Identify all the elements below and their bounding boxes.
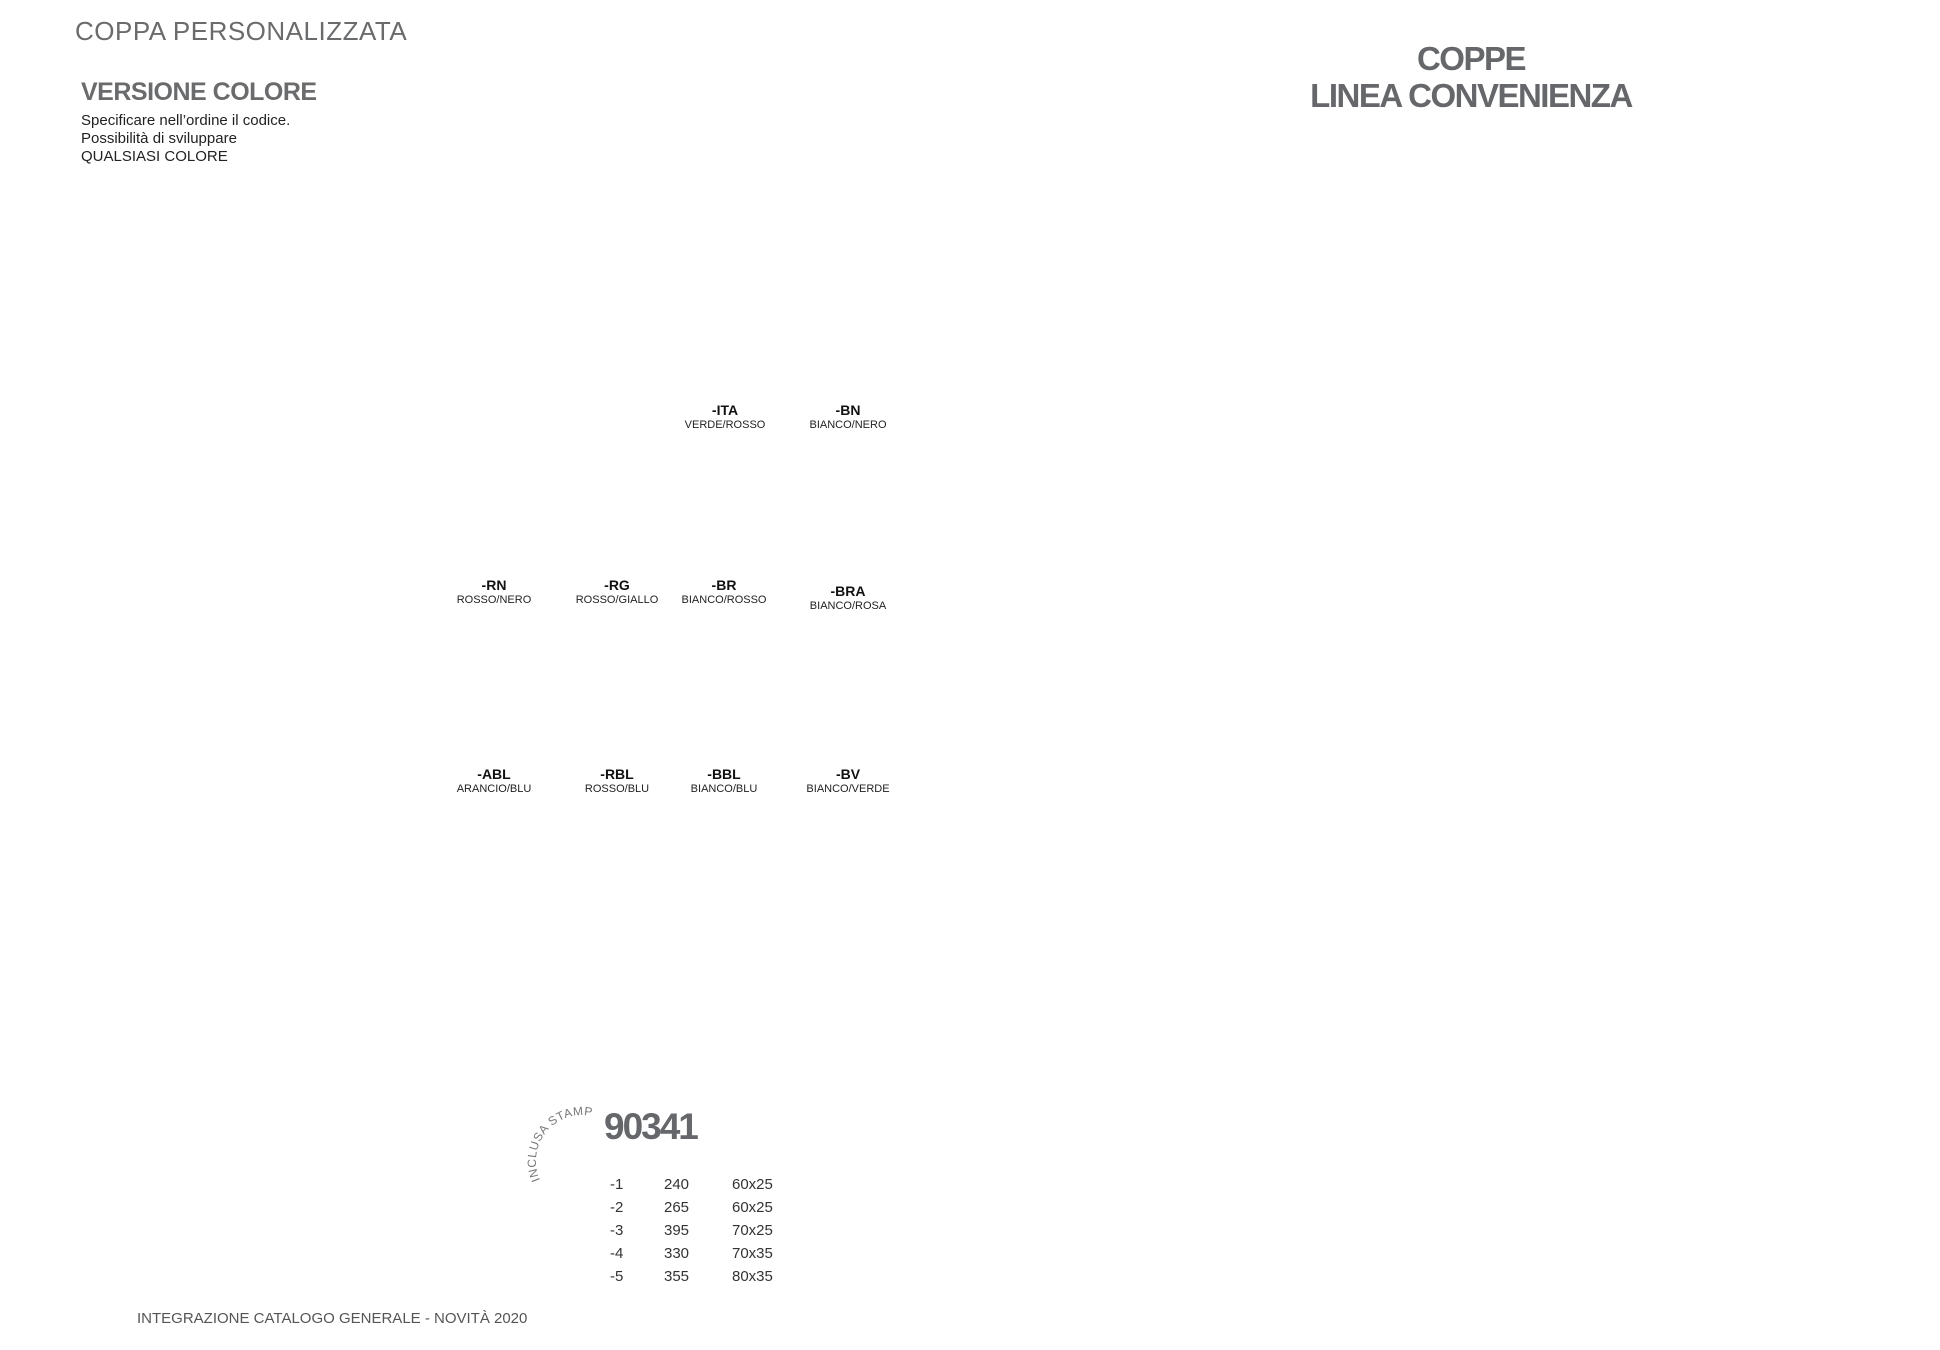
catalog-title-line: COPPE [1416, 40, 1527, 77]
color-code: -BBL [707, 766, 741, 782]
color-code: -RN [481, 577, 507, 593]
description-line: Specificare nell’ordine il codice. [81, 112, 291, 129]
color-code: -RG [604, 577, 630, 593]
color-code: -BRA [830, 583, 866, 599]
size: 60x25 [732, 1176, 773, 1193]
table-row: -5 355 80x35 [610, 1268, 773, 1291]
size: 70x25 [732, 1222, 773, 1239]
height: 265 [664, 1199, 690, 1216]
section-description: Specificare nell’ordine il codice. Possi… [81, 112, 290, 166]
size: 60x25 [732, 1199, 773, 1216]
catalog-title: COPPE LINEA CONVENIENZA [1271, 40, 1671, 114]
print-badge-arc: INCLUSA STAMPA HD [500, 1080, 593, 1184]
svg-text:INCLUSA STAMPA HD: INCLUSA STAMPA HD [500, 1080, 593, 1184]
table-row: -2 265 60x25 [610, 1199, 773, 1222]
product-code: 90341 [604, 1106, 699, 1147]
color-desc: VERDE/ROSSO [684, 419, 766, 431]
color-code: -ABL [477, 766, 511, 782]
color-desc: ROSSO/NERO [456, 594, 532, 606]
color-desc: BIANCO/ROSSO [681, 594, 767, 606]
table-row: -1 240 60x25 [610, 1176, 773, 1199]
size: 80x35 [732, 1268, 773, 1285]
variant: -4 [610, 1245, 624, 1262]
size-table: -1 240 60x25 -2 265 60x25 -3 395 70x25 -4 330 70… [610, 1176, 773, 1291]
color-desc: BIANCO/NERO [809, 419, 887, 431]
color-code: -BN [835, 402, 861, 418]
page-title: COPPA PERSONALIZZATA [75, 16, 408, 46]
color-code: -BV [835, 766, 861, 782]
color-desc: BIANCO/VERDE [806, 783, 890, 795]
description-line: QUALSIASI COLORE [81, 148, 228, 165]
color-code: -ITA [711, 402, 739, 418]
variant: -2 [610, 1199, 624, 1216]
table-row: -3 395 70x25 [610, 1222, 773, 1245]
color-desc: ROSSO/GIALLO [575, 594, 659, 606]
variant: -5 [610, 1268, 624, 1285]
color-desc: BIANCO/ROSA [809, 600, 887, 612]
color-desc: BIANCO/BLU [690, 783, 758, 795]
footer-text: INTEGRAZIONE CATALOGO GENERALE - NOVITÀ … [137, 1310, 528, 1327]
color-desc: ARANCIO/BLU [456, 783, 532, 795]
variant: -1 [610, 1176, 624, 1193]
size: 70x35 [732, 1245, 773, 1262]
table-row: -4 330 70x35 [610, 1245, 773, 1268]
color-code: -BR [711, 577, 737, 593]
height: 240 [664, 1176, 690, 1193]
height: 355 [664, 1268, 690, 1285]
section-heading: VERSIONE COLORE [81, 78, 317, 106]
color-code: -RBL [600, 766, 634, 782]
height: 395 [664, 1222, 690, 1239]
variant: -3 [610, 1222, 624, 1239]
catalog-title-line: LINEA CONVENIENZA [1310, 77, 1633, 114]
print-badge-text: INCLUSA STAMPA HD [500, 1080, 593, 1184]
color-desc: ROSSO/BLU [584, 783, 650, 795]
height: 330 [664, 1245, 690, 1262]
description-line: Possibilità di sviluppare [81, 130, 237, 147]
